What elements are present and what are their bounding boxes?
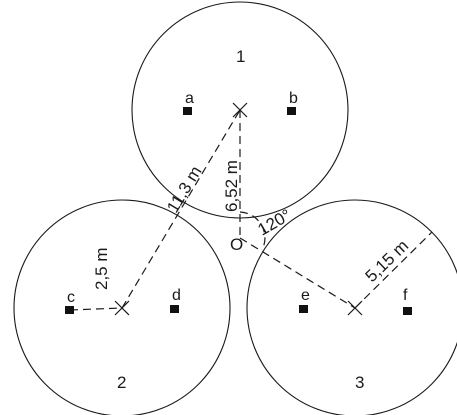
center-cross-2 xyxy=(114,300,130,316)
circle-1-label: 1 xyxy=(236,47,245,66)
line-center3-radius xyxy=(354,231,433,309)
point-f-marker xyxy=(403,307,412,315)
angle-arc xyxy=(239,211,266,251)
circle-2 xyxy=(13,199,231,415)
line-O-to-center3 xyxy=(239,237,356,309)
angle-label: 120° xyxy=(255,205,295,239)
dim-5-15-m: 5,15 m xyxy=(362,236,413,286)
point-f-label: f xyxy=(403,287,408,304)
circle-3 xyxy=(246,199,457,415)
point-c-label: c xyxy=(67,289,75,306)
point-a-label: a xyxy=(185,90,194,107)
point-O-label: O xyxy=(230,235,243,254)
point-b-marker xyxy=(287,107,296,115)
center-cross-1 xyxy=(232,102,248,118)
point-b-label: b xyxy=(289,90,298,107)
dim-2-5-m: 2,5 m xyxy=(92,247,111,290)
point-d-label: d xyxy=(172,287,181,304)
point-e-label: e xyxy=(301,287,310,304)
line-c-to-center2 xyxy=(69,307,123,311)
point-a-marker xyxy=(183,107,192,115)
circle-3-label: 3 xyxy=(355,373,364,392)
point-e-marker xyxy=(299,305,308,313)
dim-6-52-m: 6,52 m xyxy=(222,160,241,212)
point-d-marker xyxy=(170,305,179,313)
center-cross-3 xyxy=(347,300,363,316)
circle-2-label: 2 xyxy=(117,373,126,392)
dim-11-3-m: 11,3 m xyxy=(163,163,205,216)
point-c-marker xyxy=(65,306,74,314)
